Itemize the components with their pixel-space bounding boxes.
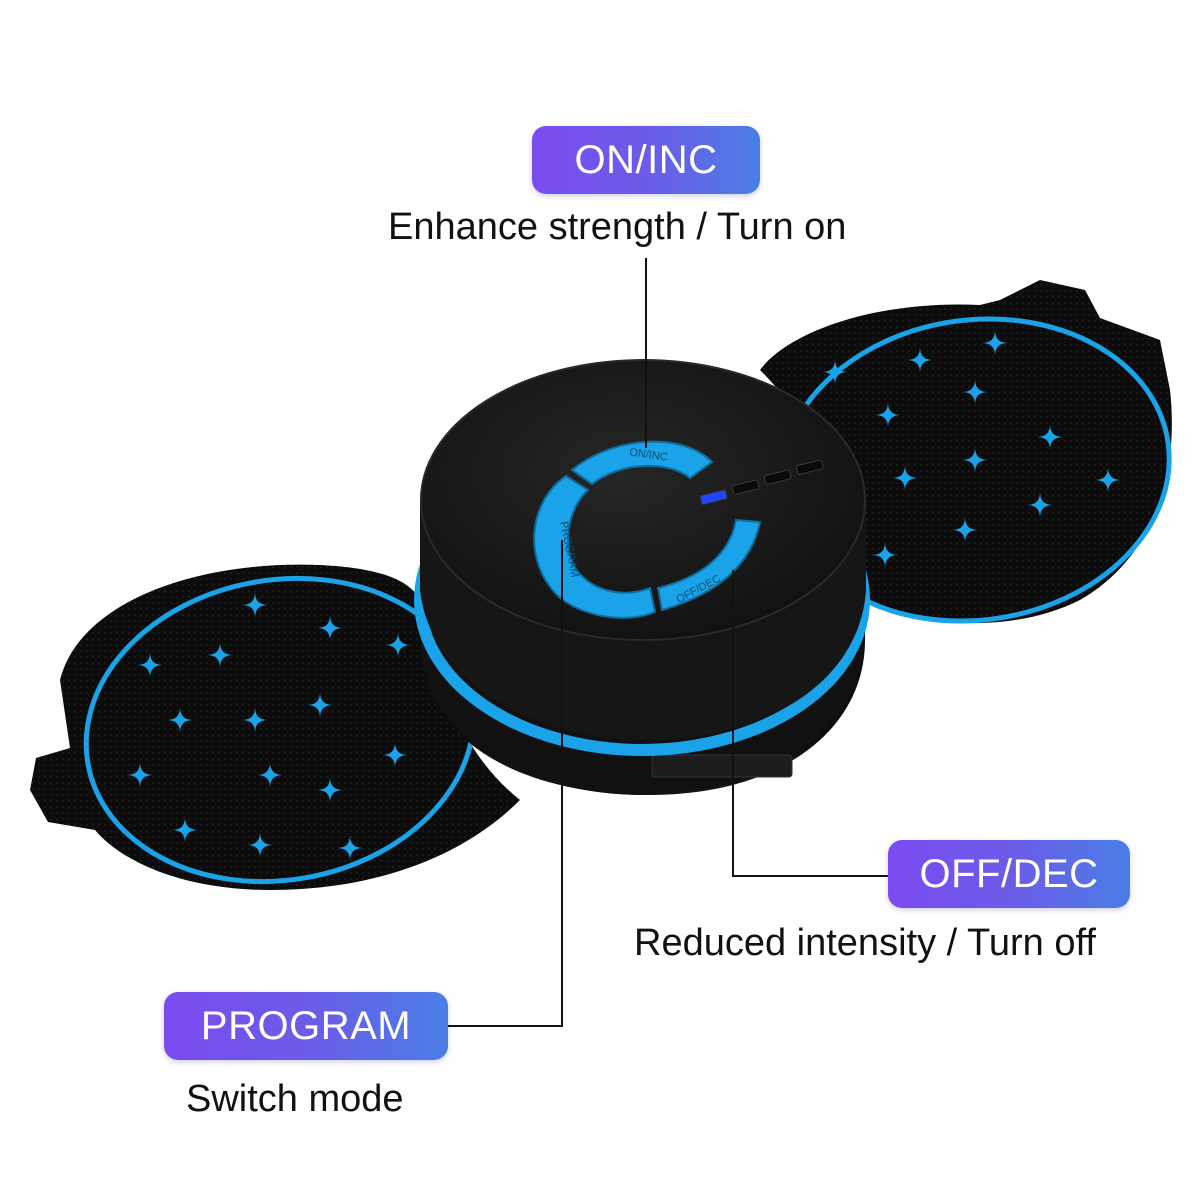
pad-star-icon	[962, 379, 988, 405]
on-inc-caption: Enhance strength / Turn on	[388, 206, 847, 248]
on-inc-button[interactable]	[570, 440, 714, 486]
program-callout-line	[448, 540, 563, 1027]
on-inc-button-text: ON/INC	[629, 446, 669, 463]
left-electrode-pad	[30, 564, 520, 890]
massager-device: ON/INC OFF/DEC PROGRAM	[414, 359, 870, 795]
intensity-led	[731, 479, 760, 495]
off-dec-label: OFF/DEC	[888, 840, 1130, 908]
pad-star-icon	[822, 359, 848, 385]
pad-star-icon	[242, 707, 268, 733]
on-inc-label: ON/INC	[532, 126, 760, 194]
pad-star-icon	[127, 762, 153, 788]
pad-star-icon	[172, 817, 198, 843]
intensity-led	[795, 459, 824, 475]
pad-star-icon	[872, 542, 898, 568]
pad-star-icon	[382, 742, 408, 768]
pad-star-icon	[207, 642, 233, 668]
pad-star-icon	[247, 832, 273, 858]
pad-star-icon	[257, 762, 283, 788]
pad-star-icon	[337, 835, 363, 861]
pad-star-icon	[892, 465, 918, 491]
off-dec-button[interactable]	[656, 518, 762, 612]
off-dec-callout-line	[732, 570, 888, 877]
pad-star-icon	[137, 652, 163, 678]
pad-star-icon	[982, 330, 1008, 356]
program-caption: Switch mode	[186, 1078, 404, 1120]
pad-star-icon	[1037, 424, 1063, 450]
pad-star-icon	[962, 447, 988, 473]
program-button[interactable]	[533, 474, 657, 619]
pad-star-icon	[167, 707, 193, 733]
pad-star-icon	[307, 692, 333, 718]
intensity-led	[763, 469, 792, 485]
pad-star-icon	[242, 592, 268, 618]
pad-star-icon	[875, 402, 901, 428]
program-label: PROGRAM	[164, 992, 448, 1060]
off-dec-caption: Reduced intensity / Turn off	[634, 922, 1096, 964]
pad-star-icon	[907, 347, 933, 373]
pad-star-icon	[317, 777, 343, 803]
pad-star-icon	[385, 632, 411, 658]
pad-star-icon	[1095, 467, 1121, 493]
pad-star-icon	[952, 517, 978, 543]
intensity-indicator-bar	[699, 459, 824, 505]
left-pad-star-pattern	[127, 592, 411, 861]
device-top-face	[420, 359, 866, 641]
intensity-led	[699, 489, 728, 505]
pad-star-icon	[1027, 492, 1053, 518]
pad-star-icon	[317, 615, 343, 641]
right-pad-star-pattern	[822, 330, 1121, 568]
